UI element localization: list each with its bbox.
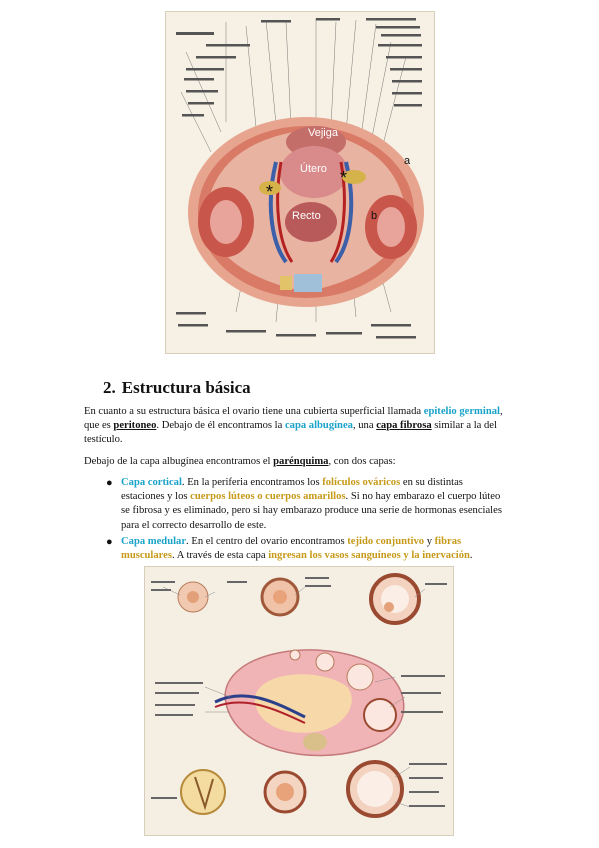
- text: similar a la del testículo.: [84, 420, 497, 446]
- list-item-capa-cortical: ● Capa cortical. En la periferia encontra…: [106, 476, 508, 533]
- layer-list: ● Capa cortical. En la periferia encontra…: [106, 476, 508, 565]
- label-asterisk-right: *: [340, 168, 347, 188]
- text: .: [469, 550, 473, 562]
- highlight-epitelio-germinal: epitelio germinal: [423, 406, 500, 417]
- pelvis-anatomy-illustration: Vejiga Útero Recto a b * *: [166, 12, 434, 353]
- text: . Debajo de él encontramos la: [156, 420, 285, 432]
- label-b: b: [371, 210, 377, 222]
- bullet-icon: ●: [106, 477, 113, 489]
- paragraph-parenquima: Debajo de la capa albugínea encontramos …: [84, 455, 508, 469]
- section-title: Estructura básica: [121, 378, 251, 397]
- text: Debajo de la capa albugínea encontramos …: [84, 456, 274, 467]
- list-item-capa-medular: ● Capa medular. En el centro del ovario e…: [106, 535, 508, 563]
- follicle-tertiary: [369, 573, 421, 625]
- ovulated-follicle: [263, 770, 307, 814]
- text: . A través de esta capa: [172, 550, 269, 562]
- label-vejiga: Vejiga: [308, 127, 339, 139]
- text: , que es: [84, 406, 503, 432]
- highlight-foliculos: folículos ováricos: [322, 477, 401, 488]
- text: y: [424, 535, 435, 547]
- term-capa-cortical: Capa cortical: [121, 477, 182, 488]
- pelvis-anatomy-figure: Vejiga Útero Recto a b * *: [165, 11, 435, 354]
- text: . Si no hay embarazo el cuerpo lúteo se …: [121, 491, 502, 531]
- text: en su distintas estaciones y los: [121, 477, 463, 503]
- highlight-vasos-inervacion: ingresan los vasos sanguíneos y la inerv…: [268, 550, 470, 562]
- highlight-cuerpos-luteos: cuerpos lúteos o cuerpos amarillos: [190, 491, 346, 503]
- paragraph-structure: En cuanto a su estructura básica el ovar…: [84, 405, 508, 448]
- highlight-capa-albuginea: capa albugínea: [284, 420, 353, 432]
- section-number: 2.: [103, 378, 116, 397]
- label-recto: Recto: [292, 210, 321, 222]
- text: . En el centro del ovario encontramos: [186, 535, 348, 547]
- term-capa-medular: Capa medular: [121, 535, 187, 547]
- bullet-icon: ●: [106, 535, 113, 548]
- text: . En la periferia encontramos los: [181, 477, 323, 488]
- graafian-follicle: [346, 760, 404, 818]
- text: , con dos capas:: [328, 456, 396, 467]
- label-utero: Útero: [300, 162, 327, 175]
- underline-capa-fibrosa: capa fibrosa: [376, 420, 432, 432]
- follicle-primary: [177, 581, 209, 613]
- section-heading: 2. Estructura básica: [103, 378, 251, 398]
- highlight-fibras-musculares: fibras musculares: [121, 535, 462, 562]
- ovary-follicle-illustration: [145, 567, 453, 835]
- highlight-tejido-conjuntivo: tejido conjuntivo: [347, 535, 425, 547]
- label-a: a: [404, 155, 411, 167]
- text: , una: [352, 420, 377, 432]
- ovary-follicle-figure: [144, 566, 454, 836]
- text: En cuanto a su estructura básica el ovar…: [84, 406, 424, 417]
- corpus-luteum: [180, 769, 226, 815]
- underline-peritoneo: peritoneo: [113, 420, 157, 432]
- label-asterisk-left: *: [266, 182, 273, 202]
- underline-parenquima: parénquima: [273, 456, 329, 467]
- follicle-secondary: [260, 577, 300, 617]
